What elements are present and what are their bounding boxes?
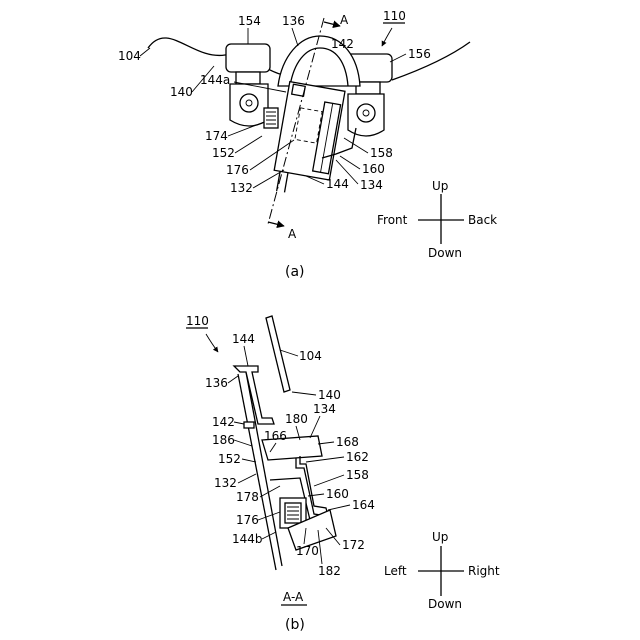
leader-b-132 [238,474,256,483]
dir-a-down: Down [428,246,462,260]
label-b-160: 160 [326,487,349,501]
label-b-172: 172 [342,538,365,552]
leader-b-152 [242,459,256,462]
label-b-162: 162 [346,450,369,464]
label-176: 176 [226,163,249,177]
figure-b: 110 144 104 136 140 134 142 [186,314,500,633]
label-b-178: 178 [236,490,259,504]
left-bracket [230,84,268,126]
label-156: 156 [408,47,431,61]
label-b-132: 132 [214,476,237,490]
label-b-104: 104 [299,349,322,363]
dir-b-left: Left [384,564,407,578]
leader-104 [140,48,150,56]
dir-a-up: Up [432,179,448,193]
clip-154-neck [236,72,260,84]
leader-b-162 [306,457,344,462]
tab-142 [244,422,254,428]
figure-a: A A 110 104 154 136 142 156 140 144a 174… [118,9,497,280]
label-136: 136 [282,14,305,28]
right-bracket [348,94,384,136]
label-104: 104 [118,49,141,63]
clip-154 [226,44,270,72]
section-mark-top: A [340,13,349,27]
panel-104-b [266,316,290,392]
leader-158 [344,138,368,153]
label-134: 134 [360,178,383,192]
label-144: 144 [326,177,349,191]
ref-110-b: 110 [186,314,209,328]
leader-b-104 [280,350,298,356]
caption-a: (a) [285,264,305,280]
leader-136 [292,28,298,46]
leader-152 [235,136,262,153]
leader-b-144 [244,346,248,366]
label-b-158: 158 [346,468,369,482]
label-152: 152 [212,146,235,160]
ref-110-a-arrow [382,28,392,46]
section-arrow-top [324,22,340,26]
label-140: 140 [170,85,193,99]
label-b-168: 168 [336,435,359,449]
label-b-134: 134 [313,402,336,416]
label-b-166: 166 [264,429,287,443]
label-b-142: 142 [212,415,235,429]
label-132: 132 [230,181,253,195]
label-b-152: 152 [218,452,241,466]
leader-b-186 [234,440,252,446]
leader-b-168 [318,442,334,444]
dir-a-front: Front [377,213,408,227]
rod-right [285,173,288,193]
leader-b-134 [310,416,320,438]
label-154: 154 [238,14,261,28]
dir-b-up: Up [432,530,448,544]
caption-b: (b) [285,617,305,633]
label-b-182: 182 [318,564,341,578]
leader-b-176 [258,512,280,520]
label-b-170: 170 [296,544,319,558]
dir-b-down: Down [428,597,462,611]
label-b-140: 140 [318,388,341,402]
dir-b-right: Right [468,564,500,578]
label-b-176: 176 [236,513,259,527]
label-144a: 144a [200,73,230,87]
leader-b-140 [292,392,316,395]
spring-box-174 [264,108,278,128]
label-160: 160 [362,162,385,176]
label-b-144b: 144b [232,532,263,546]
label-b-144: 144 [232,332,255,346]
leader-b-158 [314,475,344,486]
dir-a-back: Back [468,213,497,227]
label-174: 174 [205,129,228,143]
panel-right-curve [392,42,470,80]
label-b-186: 186 [212,433,235,447]
section-label-aa: A-A [283,590,304,604]
label-b-136: 136 [205,376,228,390]
leader-b-136 [228,376,238,383]
section-arrow-bottom [268,222,284,226]
leader-b-164 [328,505,350,510]
ref-110-b-arrow [206,334,218,352]
section-mark-bottom: A [288,227,297,241]
leader-b-142 [234,422,244,424]
ref-110-a: 110 [383,9,406,23]
label-142: 142 [331,37,354,51]
label-b-164: 164 [352,498,375,512]
label-158: 158 [370,146,393,160]
label-b-180: 180 [285,412,308,426]
leader-b-178 [260,486,280,497]
